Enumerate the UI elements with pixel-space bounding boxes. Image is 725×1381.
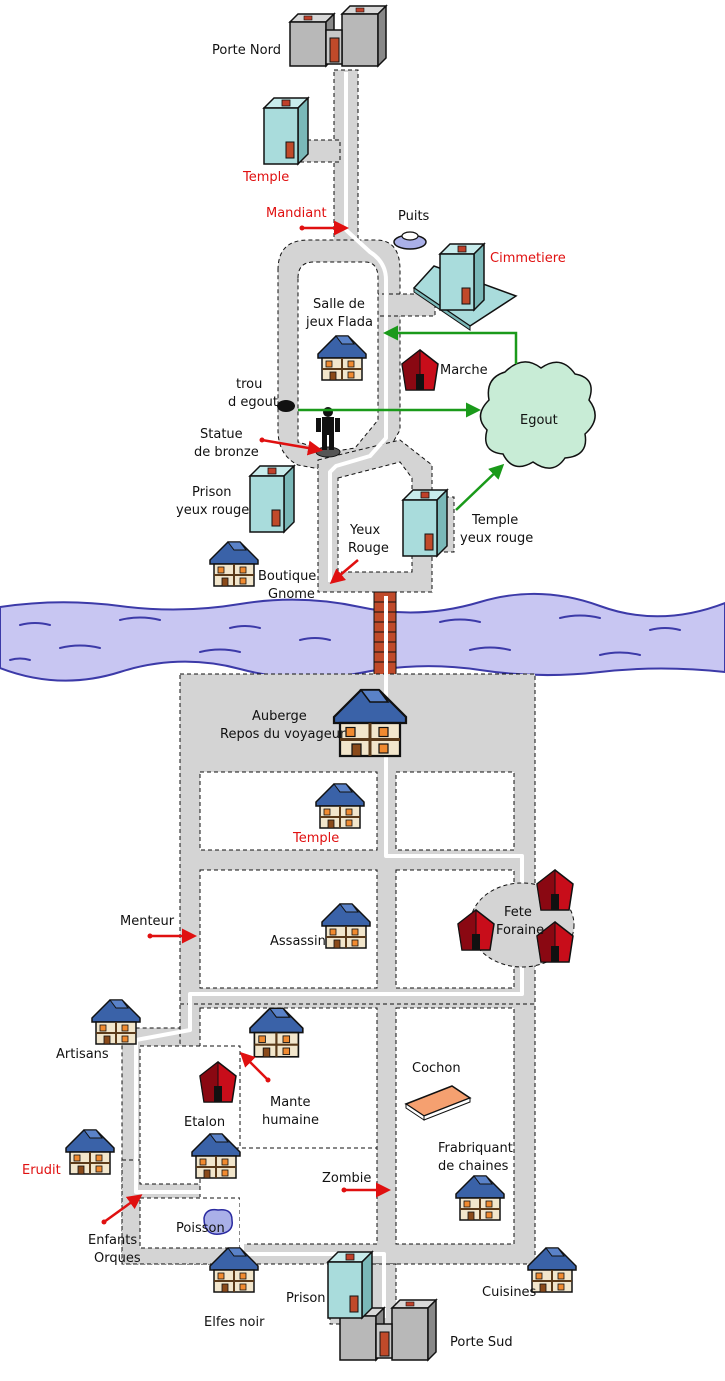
cemetery bbox=[412, 243, 518, 331]
erudit-house bbox=[65, 1129, 115, 1175]
label-marche: Marche bbox=[440, 363, 488, 378]
label-assassin: Assassin bbox=[270, 934, 326, 949]
label-puits: Puits bbox=[398, 209, 430, 224]
north-gate bbox=[289, 5, 387, 67]
label-temple-nord: Temple bbox=[242, 170, 289, 185]
label-yeux-rouge-line2: Rouge bbox=[348, 541, 389, 556]
label-mandiant: Mandiant bbox=[266, 206, 327, 221]
label-enfants-line1: Enfants bbox=[88, 1233, 137, 1248]
green-arrows bbox=[298, 325, 518, 511]
label-elfes-noir: Elfes noir bbox=[204, 1315, 265, 1330]
label-auberge-line2: Repos du voyageur bbox=[220, 727, 346, 742]
label-fete-line2: Foraine bbox=[496, 923, 544, 938]
pond-icon bbox=[203, 1208, 233, 1235]
label-erudit: Erudit bbox=[22, 1163, 61, 1178]
main-route bbox=[134, 72, 524, 1318]
label-menteur: Menteur bbox=[120, 914, 175, 929]
label-fete-line1: Fete bbox=[504, 905, 532, 920]
label-statue-line2: de bronze bbox=[194, 445, 259, 460]
labels: Porte Nord Temple Mandiant Puits Cimmeti… bbox=[22, 43, 566, 1350]
temple-yeux-tower bbox=[402, 489, 448, 557]
fete-foraine bbox=[457, 869, 575, 968]
boutique-gnome-house bbox=[209, 541, 259, 587]
label-statue-line1: Statue bbox=[200, 427, 243, 442]
label-zombie: Zombie bbox=[322, 1171, 371, 1186]
manhole-icon bbox=[277, 400, 295, 412]
label-salle-line2: jeux Flada bbox=[305, 315, 373, 330]
label-frab-line1: Frabriquant bbox=[438, 1141, 513, 1156]
label-prison-sud: Prison bbox=[286, 1291, 326, 1306]
label-cimmetiere: Cimmetiere bbox=[490, 251, 566, 266]
label-porte-nord: Porte Nord bbox=[212, 43, 281, 58]
sewer-cloud-icon bbox=[479, 361, 596, 469]
label-porte-sud: Porte Sud bbox=[450, 1335, 513, 1350]
label-prison-yeux-line2: yeux rouge bbox=[176, 503, 249, 518]
arrow-tails bbox=[101, 225, 347, 1225]
prison-south-tower bbox=[327, 1251, 373, 1319]
label-artisans: Artisans bbox=[56, 1047, 109, 1062]
prison-yeux-tower bbox=[249, 465, 295, 533]
well-icon bbox=[393, 231, 427, 250]
label-temple-yeux-line1: Temple bbox=[471, 513, 518, 528]
pig-pen-icon bbox=[404, 1085, 472, 1121]
label-frab-line2: de chaines bbox=[438, 1159, 509, 1174]
label-trou-line1: trou bbox=[236, 377, 262, 392]
label-trou-line2: d egout bbox=[228, 395, 278, 410]
label-auberge-line1: Auberge bbox=[252, 709, 307, 724]
label-cochon: Cochon bbox=[412, 1061, 461, 1076]
label-salle-line1: Salle de bbox=[313, 297, 365, 312]
label-temple-sud: Temple bbox=[292, 831, 339, 846]
label-enfants-line2: Orques bbox=[94, 1251, 141, 1266]
artisans-house bbox=[91, 999, 141, 1045]
river bbox=[0, 592, 725, 682]
label-egout: Egout bbox=[520, 413, 558, 428]
temple-north-tower bbox=[263, 97, 309, 165]
label-temple-yeux-line2: yeux rouge bbox=[460, 531, 533, 546]
marche-tent bbox=[401, 349, 439, 391]
red-arrows bbox=[103, 220, 391, 1224]
label-cuisines: Cuisines bbox=[482, 1285, 537, 1300]
label-poisson: Poisson bbox=[176, 1221, 225, 1236]
label-etalon: Etalon bbox=[184, 1115, 225, 1130]
label-prison-yeux-line1: Prison bbox=[192, 485, 232, 500]
label-mante-line1: Mante bbox=[270, 1095, 311, 1110]
label-mante-line2: humaine bbox=[262, 1113, 319, 1128]
label-yeux-rouge-line1: Yeux bbox=[349, 523, 380, 538]
label-boutique-line1: Boutique bbox=[258, 569, 316, 584]
label-boutique-line2: Gnome bbox=[268, 587, 315, 602]
